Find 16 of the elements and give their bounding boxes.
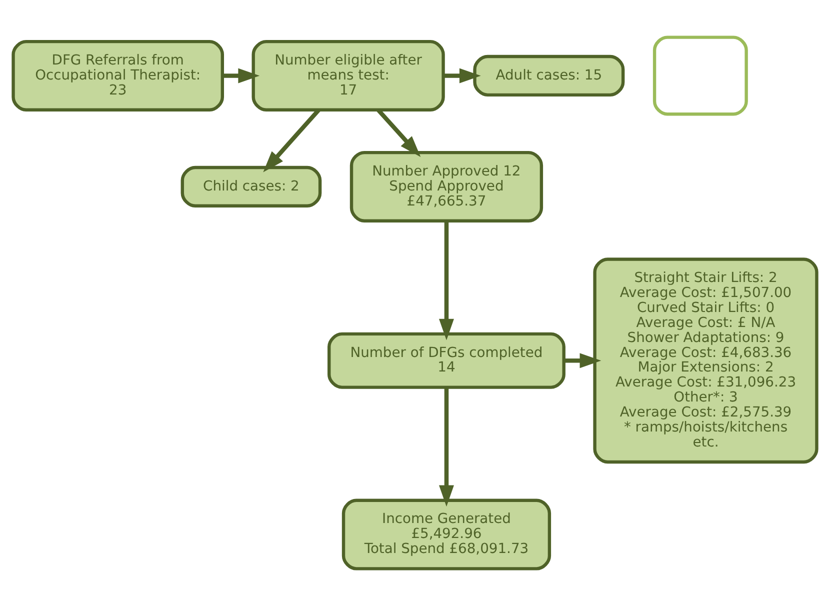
node-box: Child cases: 2 bbox=[180, 166, 322, 208]
arrow bbox=[443, 68, 480, 84]
node-box: Adult cases: 15 bbox=[472, 54, 624, 97]
node-box: Income Generated £5,492.96 Total Spend £68,091.73 bbox=[341, 498, 551, 570]
arrow bbox=[262, 108, 320, 172]
node-box: Number Approved 12 Spend Approved £47,665.37 bbox=[349, 150, 543, 222]
arrow bbox=[438, 220, 454, 340]
node-box bbox=[652, 36, 748, 116]
arrow bbox=[438, 387, 454, 507]
node-box: Straight Stair Lifts: 2 Average Cost: £1,507.00 Curved Stair Lifts: 0 Average Cost: £ N/A Shower Adaptations: 9 Average Cost: £4,683.36 Major Extensions: 2 Average Cost: £31,096.23 Other*: 3 Average Cost: £2,575.39 * ramps/hoists/kitchens etc. bbox=[592, 258, 818, 464]
node-box: DFG Referrals from Occupational Therapist: 23 bbox=[11, 40, 224, 112]
node-box: Number eligible after means test: 17 bbox=[251, 40, 444, 112]
arrow bbox=[376, 108, 420, 158]
arrow bbox=[563, 353, 601, 368]
node-box: Number of DFGs completed 14 bbox=[327, 332, 565, 389]
arrow bbox=[222, 68, 260, 84]
